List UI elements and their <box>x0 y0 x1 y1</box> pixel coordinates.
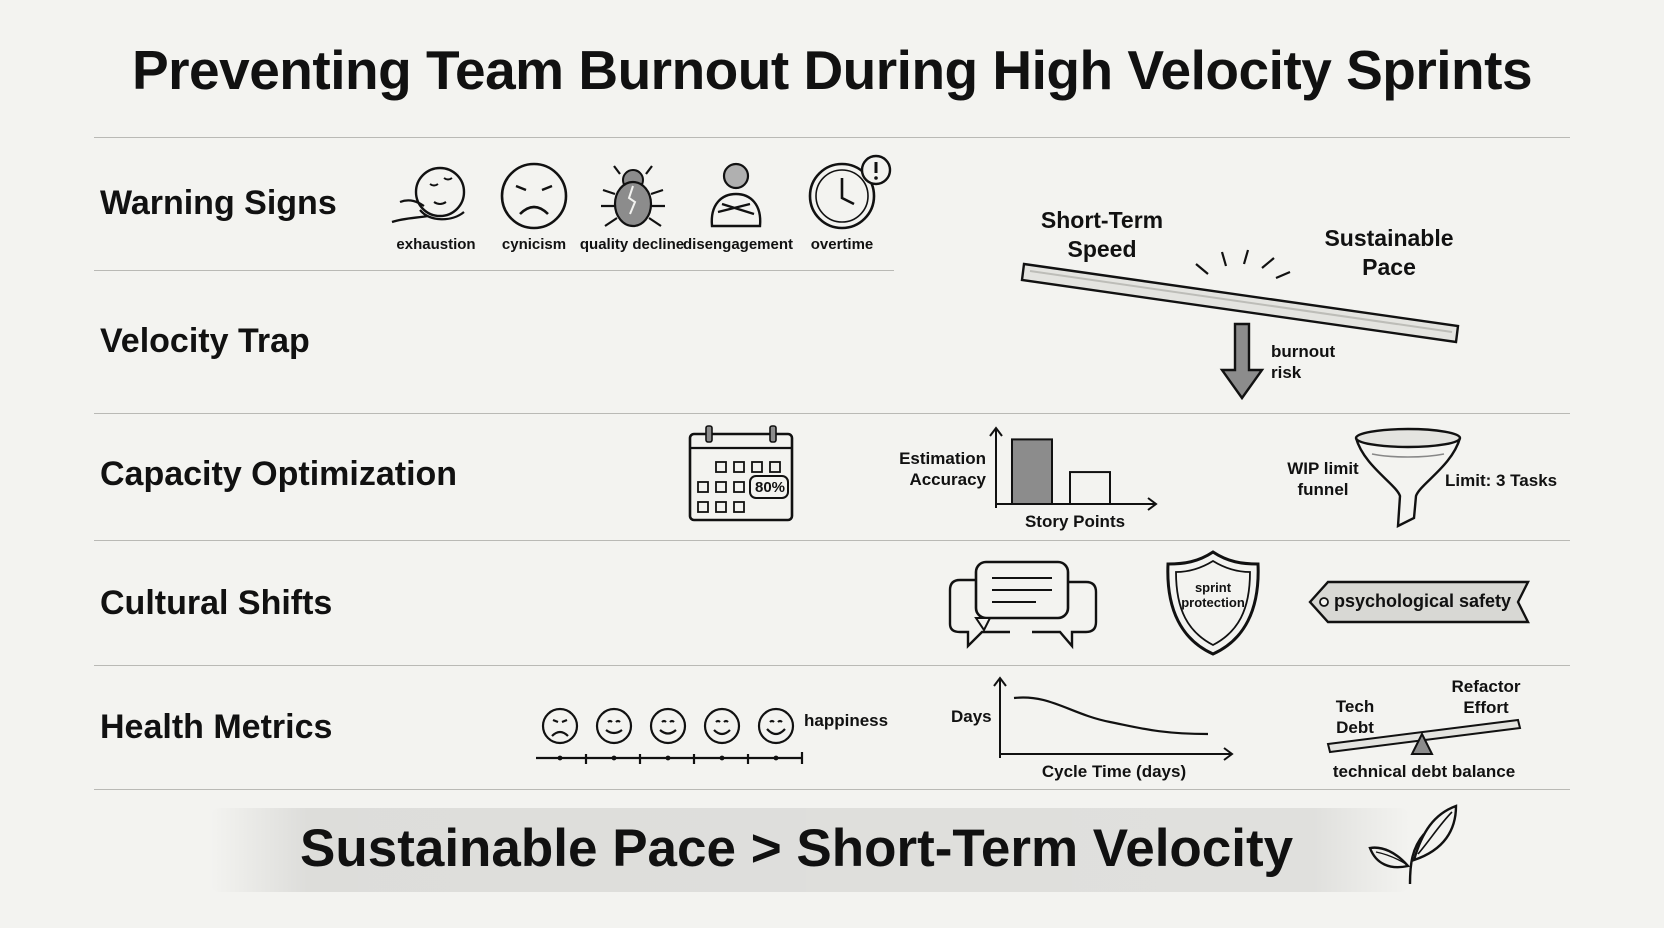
cycle-x-label: Cycle Time (days) <box>1041 762 1187 781</box>
banner-text: psychological safety <box>1334 591 1512 611</box>
row-label-capacity-optimization: Capacity Optimization <box>100 455 458 493</box>
balance-scale-icon <box>1326 718 1522 755</box>
warning-label-cynicism: cynicism <box>501 236 567 253</box>
funnel-left-label: WIP limit funnel <box>1287 459 1359 499</box>
tilted-seesaw-beam <box>1020 249 1460 344</box>
estimation-bar-chart <box>989 426 1158 511</box>
seesaw-left-label: Short-Term Speed <box>1040 207 1164 262</box>
chat-bubbles-icon <box>948 560 1098 650</box>
footer-highlight <box>210 808 1410 892</box>
row-label-warning-signs: Warning Signs <box>100 184 337 222</box>
divider <box>94 789 1570 790</box>
divider <box>94 665 1570 666</box>
leaf-sprout-icon <box>1368 804 1458 885</box>
person-arms-crossed-icon <box>710 162 762 228</box>
balance-left-label: Tech Debt <box>1335 697 1375 737</box>
divider <box>94 137 1570 138</box>
divider <box>94 540 1570 541</box>
calendar-badge: 80% <box>754 479 786 496</box>
shield-text: sprint protection <box>1181 580 1245 610</box>
shield-icon <box>1166 550 1260 656</box>
row-label-velocity-trap: Velocity Trap <box>100 322 310 360</box>
divider <box>94 413 1570 414</box>
clock-alert-icon <box>808 154 892 230</box>
chart-bar-2 <box>1069 471 1111 506</box>
burnout-risk-label: burnout risk <box>1271 342 1336 382</box>
sleeping-face-icon <box>391 166 466 224</box>
chart-y-label: Estimation Accuracy <box>899 449 986 489</box>
warning-label-quality-decline: quality decline <box>579 236 685 253</box>
down-arrow-icon <box>1219 322 1265 401</box>
divider <box>94 270 894 271</box>
funnel-right-label: Limit: 3 Tasks <box>1445 471 1558 490</box>
balance-caption: technical debt balance <box>1332 762 1516 781</box>
frowning-face-icon <box>500 162 568 230</box>
row-label-health-metrics: Health Metrics <box>100 708 333 746</box>
funnel-icon <box>1354 427 1462 529</box>
footer-slogan: Sustainable Pace > Short-Term Velocity <box>300 819 1294 878</box>
warning-label-disengagement: disengagement <box>682 236 794 253</box>
warning-label-exhaustion: exhaustion <box>396 236 476 253</box>
happiness-label: happiness <box>804 711 889 730</box>
seesaw-right-label: Sustainable Pace <box>1324 225 1454 280</box>
balance-right-label: Refactor Effort <box>1451 677 1521 717</box>
cycle-y-label: Days <box>951 707 992 726</box>
row-label-cultural-shifts: Cultural Shifts <box>100 584 333 622</box>
warning-label-overtime: overtime <box>810 236 874 253</box>
calendar-icon <box>688 425 794 522</box>
cycle-time-chart <box>993 676 1234 761</box>
chart-bar-1 <box>1011 438 1053 505</box>
page-title: Preventing Team Burnout During High Velo… <box>131 39 1533 101</box>
banner-tag-icon <box>1308 580 1530 624</box>
happiness-scale <box>536 707 804 764</box>
bug-icon <box>601 165 665 228</box>
chart-x-label: Story Points <box>1024 512 1126 531</box>
